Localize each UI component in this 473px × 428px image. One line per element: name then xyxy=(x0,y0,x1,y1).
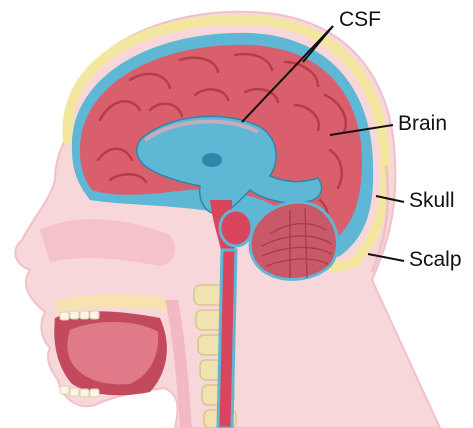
pons xyxy=(220,210,252,246)
brain-label: Brain xyxy=(398,113,447,134)
csf-label: CSF xyxy=(339,9,381,30)
skull-label: Skull xyxy=(409,190,455,211)
third-ventricle-opening xyxy=(202,153,222,167)
spinal-cord xyxy=(218,250,236,428)
scalp-label: Scalp xyxy=(409,249,462,270)
